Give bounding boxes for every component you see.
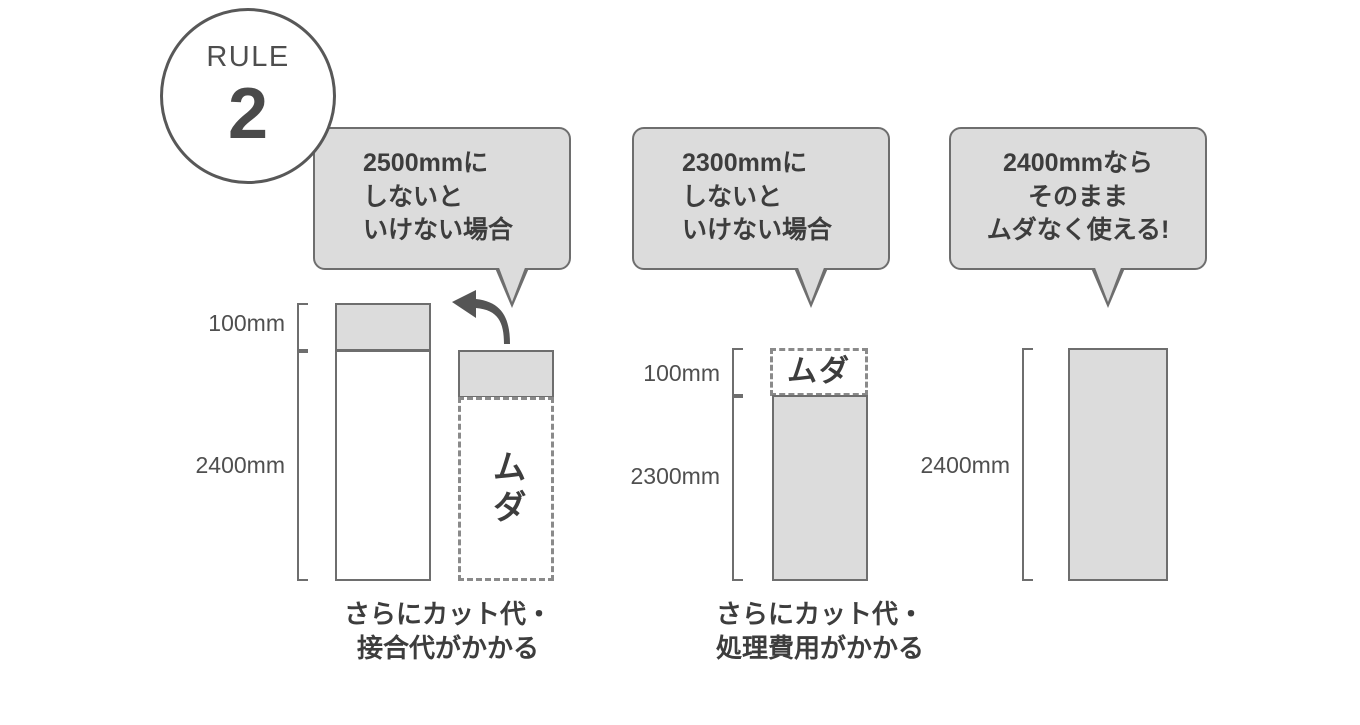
speech-bubble-2400: 2400mmなら そのまま ムダなく使える! xyxy=(949,127,1207,308)
group-2-caption: さらにカット代・ 処理費用がかかる xyxy=(655,597,985,666)
group-2-caption-line-2: 処理費用がかかる xyxy=(715,633,924,664)
move-arrow-icon xyxy=(452,290,510,344)
bubble-2300-line-3: いけない場合 xyxy=(682,216,833,245)
group-2-dim-body: 2300mm xyxy=(630,463,720,489)
bubble-2500-line-2: しないと xyxy=(363,182,464,211)
bubble-2300-line-2: しないと xyxy=(682,182,783,211)
group-1-reused-piece xyxy=(458,350,554,398)
group-2-waste-box xyxy=(770,348,868,396)
bubble-2300-line-1: 2300mmに xyxy=(682,149,808,178)
speech-bubble-2500: 2500mmに しないと いけない場合 xyxy=(313,127,571,308)
rule-badge-word: RULE xyxy=(206,40,290,73)
group-1-waste-label: ムダ xyxy=(487,449,525,529)
group-1-dim-top: 100mm xyxy=(208,310,285,336)
group-2-dim-top: 100mm xyxy=(643,360,720,386)
group-1-main-panel xyxy=(335,350,431,581)
group-2-main-panel xyxy=(772,395,868,581)
bubble-2400-line-1: 2400mmなら xyxy=(1002,149,1154,178)
group-1-bracket-top xyxy=(297,303,308,351)
group-2-waste-label: ムダ xyxy=(787,355,851,388)
group-1-caption: さらにカット代・ 接合代がかかる xyxy=(283,597,613,666)
group-1-offcut-panel xyxy=(335,303,431,351)
group-1-dim-body: 2400mm xyxy=(195,452,285,478)
bubble-2400-line-2: そのまま xyxy=(1027,182,1128,211)
bubble-2400-tail-fill xyxy=(1094,265,1122,302)
bubble-2500-tail-fill xyxy=(498,265,526,302)
group-3-dim-body: 2400mm xyxy=(920,452,1010,478)
bubble-2300-tail-fill xyxy=(797,265,825,302)
group-1-waste-box xyxy=(458,397,554,581)
bubble-2500-line-3: いけない場合 xyxy=(363,216,514,245)
group-3-main-panel xyxy=(1068,348,1168,581)
group-1-caption-line-1: さらにカット代・ xyxy=(343,599,552,629)
speech-bubble-2300: 2300mmに しないと いけない場合 xyxy=(632,127,890,308)
group-1-caption-line-2: 接合代がかかる xyxy=(356,633,539,664)
rule-badge: RULE 2 xyxy=(160,8,336,184)
group-2-bracket-top xyxy=(732,348,743,396)
group-3-bracket-body xyxy=(1022,348,1033,581)
bubble-2500-line-1: 2500mmに xyxy=(363,149,489,178)
group-1-bracket-body xyxy=(297,351,308,581)
group-2-caption-line-1: さらにカット代・ xyxy=(715,599,924,629)
bubble-2400-line-3: ムダなく使える! xyxy=(986,216,1170,245)
group-2-bracket-body xyxy=(732,396,743,581)
rule-badge-number: 2 xyxy=(227,73,269,154)
